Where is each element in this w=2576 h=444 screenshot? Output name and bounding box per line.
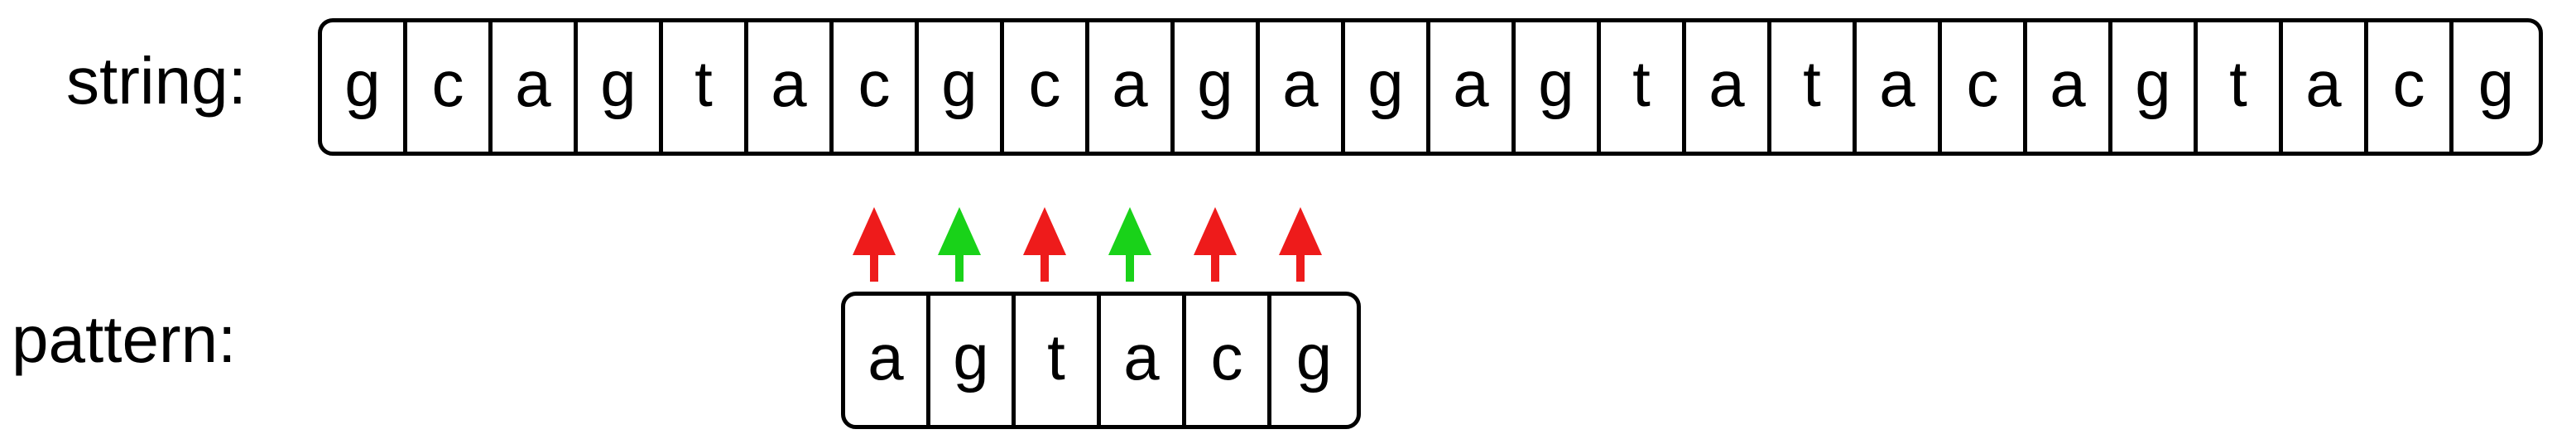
string-cell: c <box>2368 22 2453 152</box>
comparison-arrow-mismatch <box>1194 207 1237 282</box>
string-cell: a <box>2027 22 2112 152</box>
string-cell: g <box>2112 22 2198 152</box>
string-cell: g <box>578 22 663 152</box>
string-cell: a <box>1089 22 1175 152</box>
arrow-head <box>1108 207 1151 255</box>
string-cell: a <box>1260 22 1345 152</box>
string-cell: g <box>1516 22 1601 152</box>
arrow-head <box>1023 207 1066 255</box>
pattern-cell: c <box>1186 296 1271 425</box>
string-cell: c <box>1004 22 1089 152</box>
string-cell: a <box>1857 22 1942 152</box>
comparison-arrow-match <box>938 207 981 282</box>
arrow-head <box>853 207 896 255</box>
pattern-cell: t <box>1016 296 1101 425</box>
string-cell: c <box>407 22 493 152</box>
string-cell: a <box>2283 22 2368 152</box>
arrow-head <box>1279 207 1322 255</box>
comparison-arrow-match <box>1108 207 1151 282</box>
string-cell: t <box>2198 22 2283 152</box>
pattern-cell: g <box>930 296 1016 425</box>
string-cell: g <box>322 22 407 152</box>
string-cell: g <box>919 22 1004 152</box>
string-cell: t <box>1601 22 1686 152</box>
string-cell: g <box>1175 22 1260 152</box>
comparison-arrow-mismatch <box>1279 207 1322 282</box>
string-cell: g <box>1345 22 1430 152</box>
string-cell: a <box>1430 22 1516 152</box>
pattern-cell: a <box>845 296 930 425</box>
string-label: string: <box>66 44 247 118</box>
string-cell: a <box>493 22 578 152</box>
string-cell: t <box>1771 22 1857 152</box>
pattern-label: pattern: <box>12 302 237 376</box>
comparison-arrow-mismatch <box>853 207 896 282</box>
comparison-arrow-mismatch <box>1023 207 1066 282</box>
string-cell: g <box>2477 46 2515 120</box>
string-cell: t <box>663 22 748 152</box>
pattern-cell: g <box>1295 320 1333 393</box>
pattern-cell: a <box>1101 296 1186 425</box>
string-cell: a <box>1686 22 1771 152</box>
string-cell: c <box>1942 22 2027 152</box>
arrow-head <box>938 207 981 255</box>
arrow-head <box>1194 207 1237 255</box>
string-cell: c <box>834 22 919 152</box>
string-cell: a <box>748 22 834 152</box>
